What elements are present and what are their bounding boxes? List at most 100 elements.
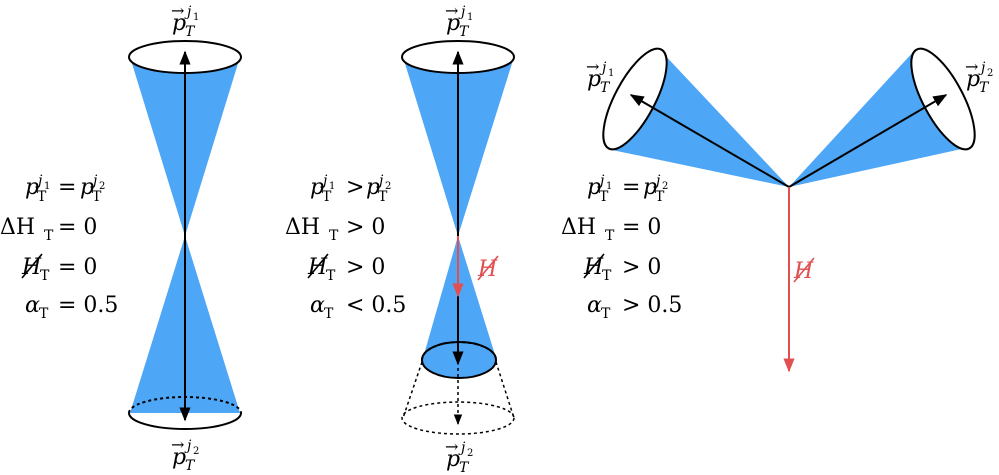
svg-text:T: T [92, 189, 102, 205]
svg-text:p: p [446, 11, 460, 36]
top-vector-label: p → T j 1 [445, 1, 473, 40]
svg-text:T: T [601, 306, 611, 322]
svg-text:j: j [458, 440, 466, 456]
svg-text:j: j [599, 60, 607, 76]
top-vector-label: p → T j 1 [171, 1, 199, 40]
svg-text:α: α [587, 293, 602, 318]
equation-pt-balance: p T j 1 > p T j 2 [310, 173, 391, 205]
svg-text:p: p [310, 175, 324, 200]
svg-text:j: j [90, 173, 98, 189]
svg-text:ΔH: ΔH [561, 215, 596, 240]
svg-text:T: T [329, 228, 339, 244]
lower-jet-cone [423, 236, 496, 358]
svg-text:T: T [37, 189, 47, 205]
equation-delta-ht: ΔH T = 0 [0, 215, 97, 244]
svg-text:= 0: = 0 [622, 215, 661, 240]
svg-text:2: 2 [467, 448, 473, 459]
svg-text:p: p [172, 445, 186, 470]
svg-text:2: 2 [99, 181, 105, 192]
svg-text:p: p [366, 175, 380, 200]
svg-text:j: j [184, 4, 192, 20]
equation-delta-ht: ΔH T > 0 [285, 215, 385, 244]
svg-text:j: j [458, 4, 466, 20]
svg-text:1: 1 [467, 12, 473, 23]
svg-text:j: j [35, 173, 43, 189]
svg-text:j: j [320, 173, 328, 189]
svg-text:=: = [58, 175, 76, 200]
svg-text:→: → [965, 57, 978, 76]
equation-pt-balance: p T j 1 = p T j 2 [587, 173, 668, 205]
svg-text:T: T [602, 268, 612, 284]
svg-text:p: p [643, 175, 657, 200]
missing-ht-label: H [793, 257, 815, 284]
equation-missing-ht: H T = 0 [21, 253, 97, 284]
equation-missing-ht: H T > 0 [307, 253, 385, 284]
svg-text:p: p [587, 175, 601, 200]
svg-text:p: p [966, 67, 980, 92]
svg-text:T: T [322, 189, 332, 205]
svg-text:= 0: = 0 [58, 215, 97, 240]
panel-imbalanced-collinear: H p → T j 1 p → T j 2 p T j 1 > p T j [285, 1, 515, 475]
svg-text:1: 1 [44, 181, 50, 192]
svg-text:T: T [378, 189, 388, 205]
svg-text:T: T [599, 189, 609, 205]
svg-text:j: j [653, 173, 661, 189]
svg-text:T: T [185, 24, 196, 40]
svg-text:> 0: > 0 [346, 215, 385, 240]
svg-text:>: > [346, 175, 364, 200]
svg-text:T: T [44, 228, 54, 244]
svg-text:j: j [597, 173, 605, 189]
equation-alpha-t: α T > 0.5 [587, 293, 682, 322]
svg-text:1: 1 [193, 12, 199, 23]
svg-text:→: → [586, 57, 599, 76]
svg-text:T: T [459, 24, 470, 40]
svg-text:α: α [310, 293, 325, 318]
bottom-vector-label: p → T j 2 [171, 435, 199, 474]
svg-text:→: → [445, 437, 458, 456]
svg-text:T: T [185, 458, 196, 474]
svg-text:= 0: = 0 [58, 255, 97, 280]
svg-text:> 0: > 0 [622, 255, 661, 280]
svg-text:> 0.5: > 0.5 [622, 293, 682, 318]
svg-text:T: T [459, 460, 470, 475]
svg-text:T: T [324, 306, 334, 322]
svg-text:p: p [172, 11, 186, 36]
svg-text:> 0: > 0 [346, 255, 385, 280]
svg-text:p: p [446, 447, 460, 472]
ghost-jet-cap [401, 401, 515, 435]
svg-text:1: 1 [606, 181, 612, 192]
equation-delta-ht: ΔH T = 0 [561, 215, 661, 244]
svg-text:2: 2 [193, 446, 199, 457]
left-vector-label: p → T j 1 [586, 57, 614, 96]
panel-balanced: p → T j 1 p → T j 2 p T j 1 = p T j 2 ΔH [0, 1, 242, 474]
svg-text:T: T [979, 80, 990, 96]
lower-jet-cap-front [128, 412, 242, 430]
svg-text:T: T [39, 306, 49, 322]
svg-text:α: α [25, 293, 40, 318]
svg-text:→: → [171, 435, 184, 454]
svg-text:p: p [80, 175, 94, 200]
svg-text:2: 2 [385, 181, 391, 192]
svg-text:T: T [605, 228, 615, 244]
svg-text:→: → [171, 1, 184, 20]
svg-text:1: 1 [329, 181, 335, 192]
svg-text:j: j [376, 173, 384, 189]
svg-text:1: 1 [608, 68, 614, 79]
svg-text:2: 2 [987, 68, 993, 79]
right-vector-label: p → T j 2 [965, 57, 993, 96]
svg-text:p: p [25, 175, 39, 200]
panel-imbalanced-angled: H p → T j 1 p → T j 2 p T j 1 = p T j [561, 47, 993, 373]
svg-text:p: p [587, 67, 601, 92]
svg-text:j: j [978, 60, 986, 76]
svg-text:ΔH: ΔH [0, 215, 35, 240]
equation-alpha-t: α T = 0.5 [25, 293, 118, 322]
equation-missing-ht: H T > 0 [583, 253, 661, 284]
svg-text:2: 2 [662, 181, 668, 192]
missing-ht-label: H [477, 255, 499, 282]
svg-text:=: = [622, 175, 640, 200]
svg-text:T: T [600, 80, 611, 96]
svg-text:j: j [184, 438, 192, 454]
equation-pt-balance: p T j 1 = p T j 2 [25, 173, 105, 205]
jet1-momentum-arrow [629, 94, 790, 188]
